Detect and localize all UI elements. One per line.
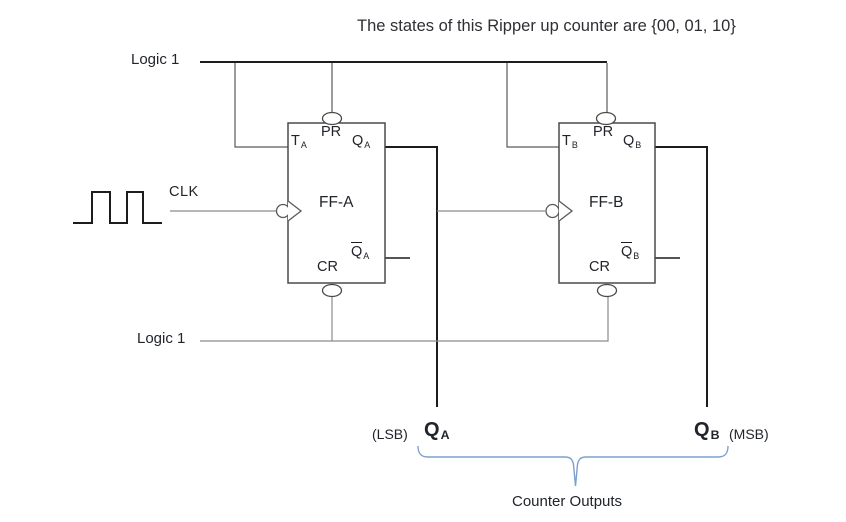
ffa-t-base: T	[291, 133, 300, 149]
counter-outputs-label: Counter Outputs	[512, 493, 623, 510]
ffb-q-sub: B	[635, 139, 642, 150]
ffb-pr-label: PR	[593, 124, 614, 140]
qb-output-terminal-label: QB	[694, 419, 720, 443]
ta-branch-wire	[234, 63, 288, 148]
msb-label: (MSB)	[729, 426, 769, 442]
ffb-cr-bubble	[596, 283, 618, 298]
qa-output-wire	[384, 146, 438, 407]
qa-terminal-base: Q	[424, 419, 440, 441]
clk-label: CLK	[169, 184, 199, 200]
ffa-cr-bubble	[321, 283, 343, 298]
ffa-qbar-output-label: QA	[351, 242, 369, 261]
ffb-t-sub: B	[571, 139, 578, 150]
ffa-clock-bubble	[275, 203, 291, 219]
logic1-top-label: Logic 1	[131, 51, 180, 68]
counter-outputs-brace	[417, 445, 729, 487]
ffa-name-label: FF-A	[319, 194, 354, 211]
ffb-q-output-label: QB	[623, 133, 642, 150]
qb-output-wire	[654, 146, 708, 407]
ffb-q-base: Q	[623, 133, 635, 149]
diagram-title: The states of this Ripper up counter are…	[357, 17, 736, 35]
ffb-clock-bubble	[545, 203, 560, 219]
logic1-bottom-label: Logic 1	[137, 330, 186, 347]
ffb-qbar-output-label: QB	[621, 242, 639, 261]
ffa-clock-triangle	[287, 200, 303, 222]
ffb-name-label: FF-B	[589, 194, 624, 211]
clock-waveform	[73, 191, 162, 224]
ffb-pr-bubble	[595, 111, 617, 126]
ffb-t-input-label: TB	[562, 133, 578, 150]
ffa-q-base: Q	[352, 133, 364, 149]
qb-terminal-base: Q	[694, 419, 710, 441]
ffa-qbar-base: Q	[351, 242, 363, 260]
ffb-cr-label: CR	[589, 259, 610, 275]
ffb-qbar-base: Q	[621, 242, 633, 260]
tb-branch-wire	[506, 63, 559, 148]
ffa-t-sub: A	[300, 139, 307, 150]
ffb-box	[558, 122, 656, 284]
ffb-t-base: T	[562, 133, 571, 149]
qa-output-terminal-label: QA	[424, 419, 450, 443]
ffb-clock-triangle	[558, 200, 574, 222]
ffa-pr-bubble	[321, 111, 343, 126]
qa-terminal-sub: A	[440, 428, 450, 443]
ffa-q-sub: A	[364, 139, 371, 150]
ffa-qbar-sub: A	[363, 250, 370, 261]
ffa-q-output-label: QA	[352, 133, 371, 150]
logic1-bottom-wire	[200, 297, 609, 342]
lsb-label: (LSB)	[372, 426, 408, 442]
qb-terminal-sub: B	[710, 428, 720, 443]
ffa-cr-label: CR	[317, 259, 338, 275]
ffb-qbar-sub: B	[633, 250, 640, 261]
ffa-pr-label: PR	[321, 124, 342, 140]
ffa-t-input-label: TA	[291, 133, 307, 150]
